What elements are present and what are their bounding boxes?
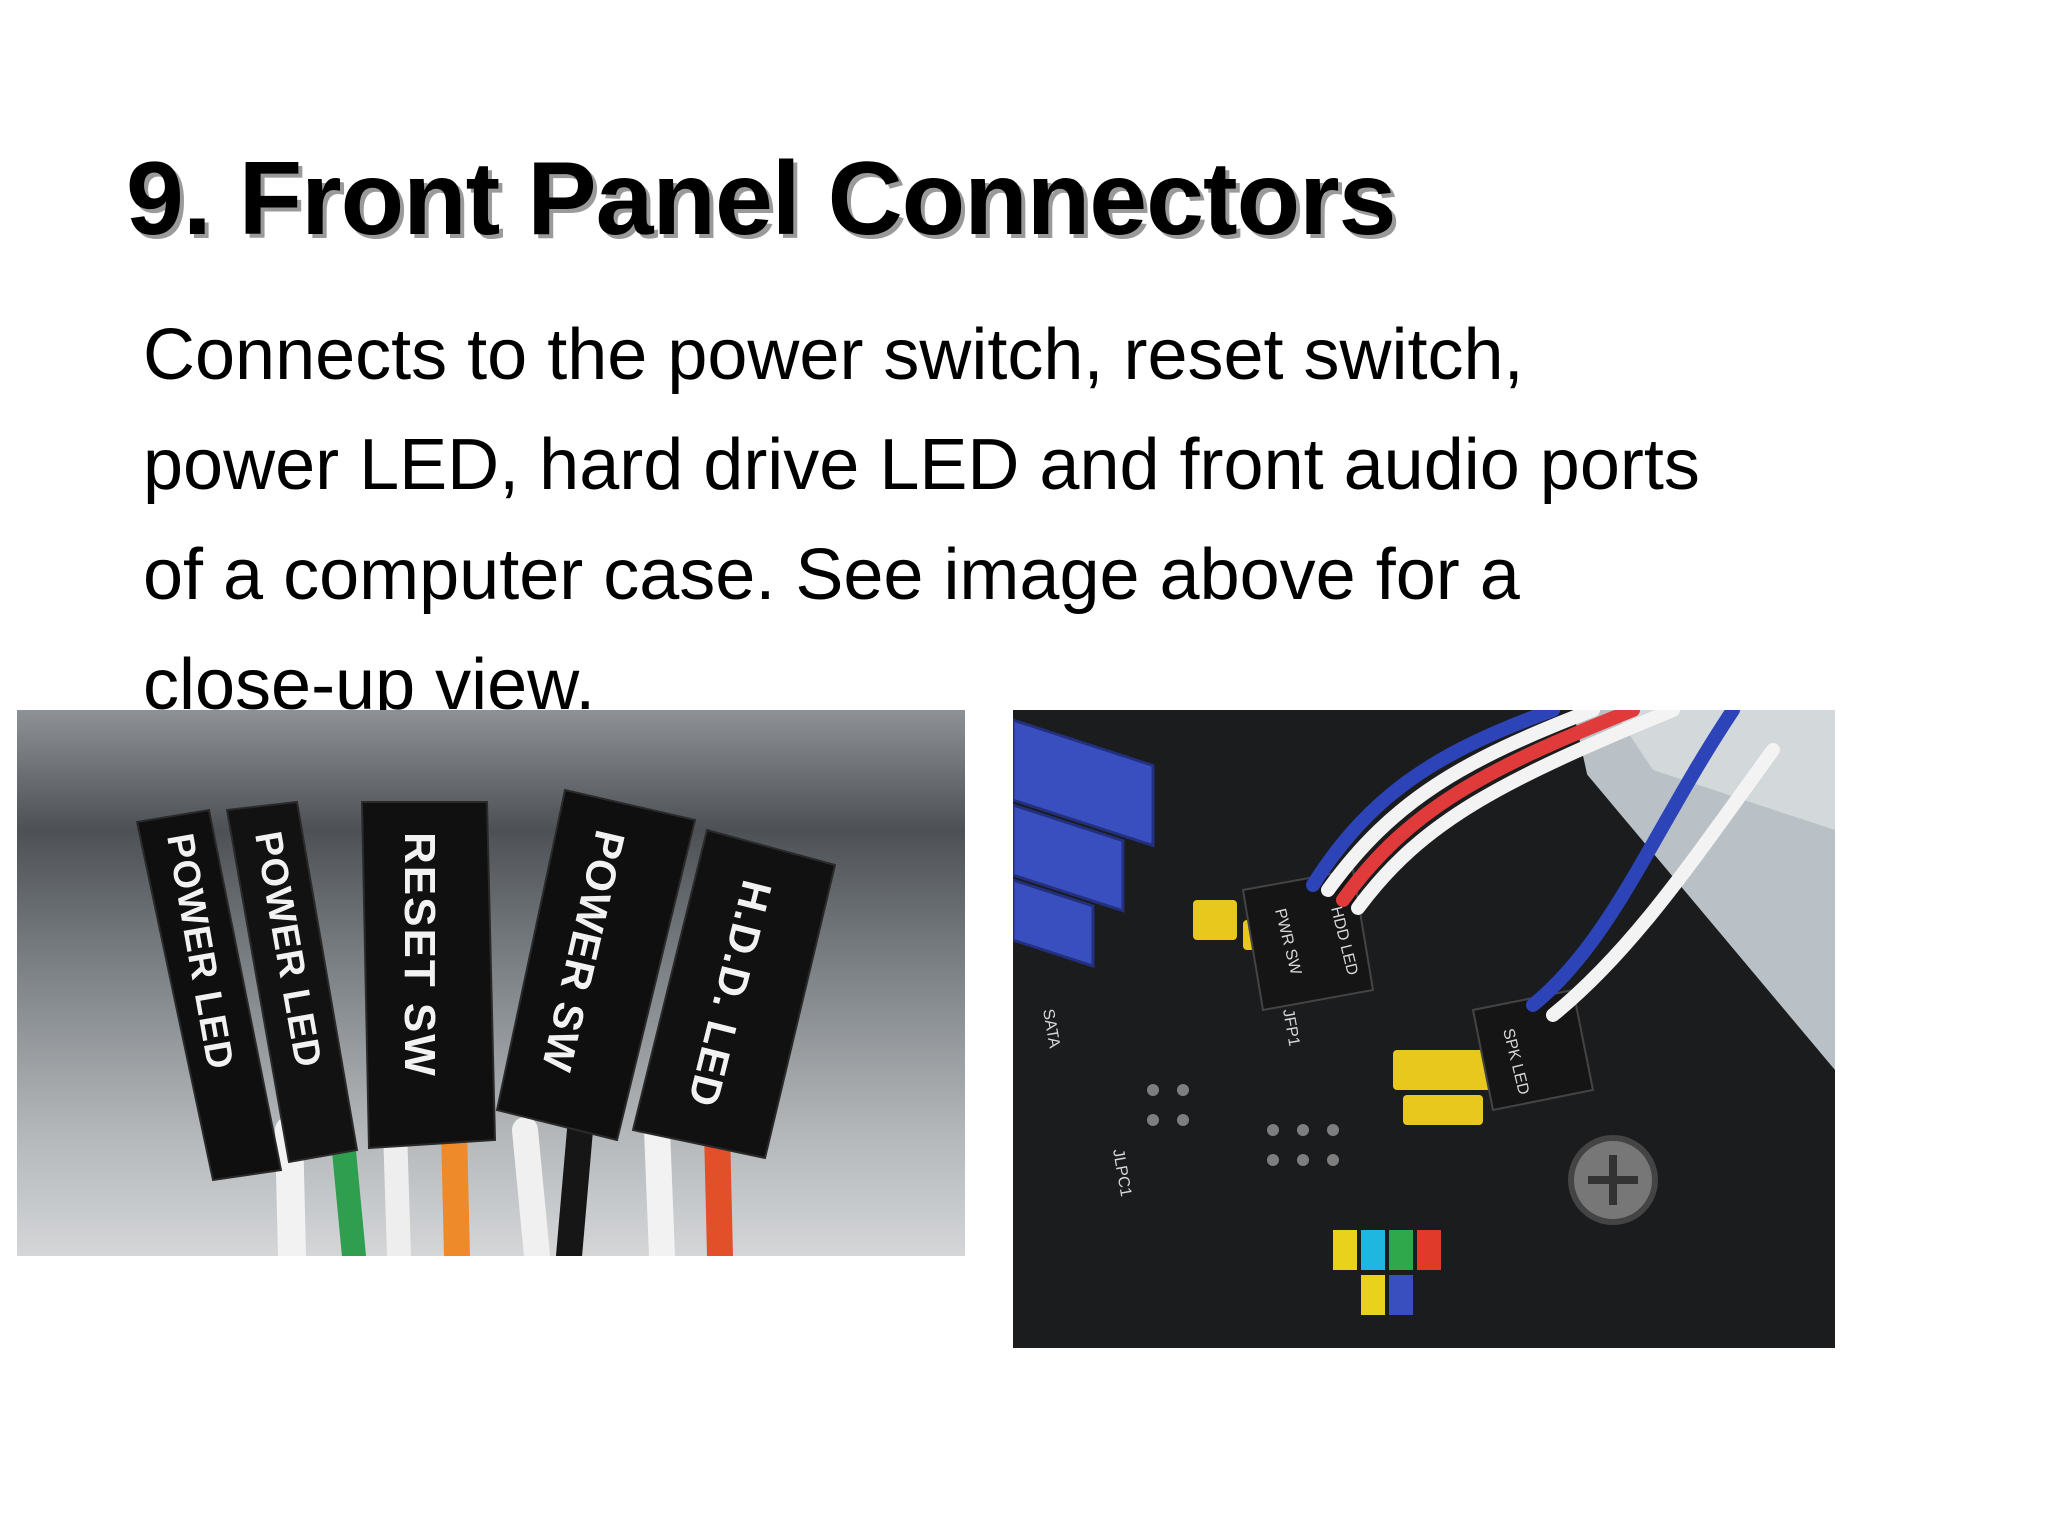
connector-label-3: RESET SW	[395, 832, 444, 1078]
board-label-sata: SATA	[1039, 1008, 1063, 1050]
slide-title: 9. Front Panel Connectors	[126, 141, 1396, 257]
connector-cap-power-sw: POWER SW	[495, 788, 697, 1142]
motherboard-header-photo: PWR SW HDD LED SPK LED SATA JFP1 JLPC1	[1013, 710, 1835, 1348]
board-label-jfp1: JFP1	[1279, 1008, 1302, 1048]
connector-cap-reset-sw: RESET SW	[360, 801, 497, 1150]
connector-caps-photo: POWER LED POWER LED RESET SW POWER SW H.…	[17, 710, 965, 1256]
connector-cap-hdd-led: H.D.D. LED	[631, 828, 837, 1160]
slide-body-text: Connects to the power switch, reset swit…	[143, 315, 1700, 725]
